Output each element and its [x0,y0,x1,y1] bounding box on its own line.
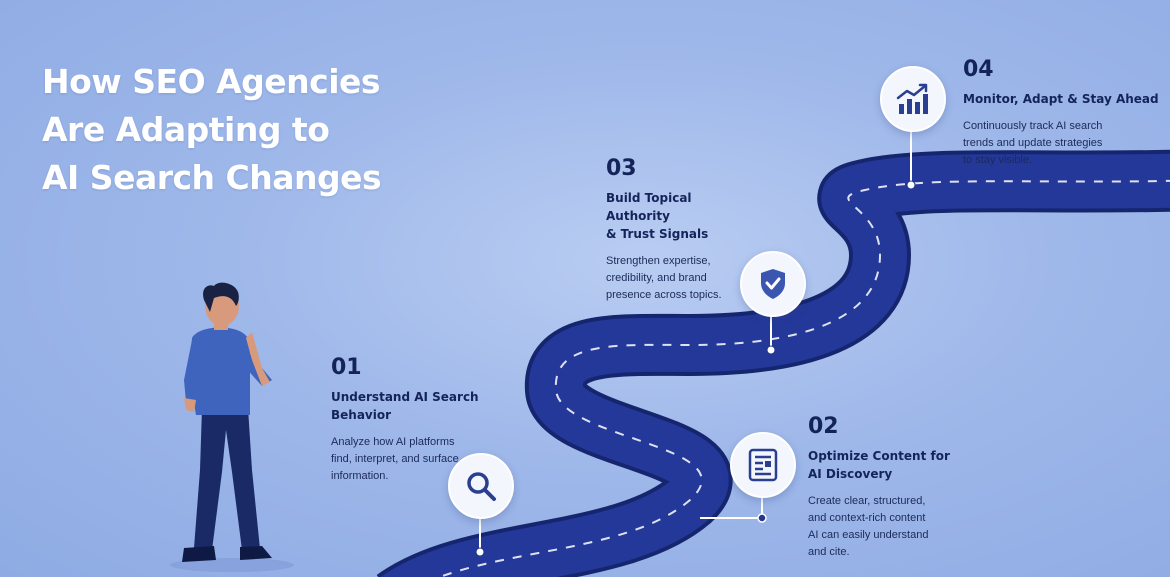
step-number: 02 [808,414,839,439]
step-04: 04 Monitor, Adapt & Stay Ahead Continuou… [963,57,1163,169]
road-center-dashes [437,179,1170,577]
step-number: 04 [963,57,994,82]
shield-check-icon [740,251,806,317]
winding-road [380,153,1170,577]
step-description: Analyze how AI platforms find, interpret… [331,436,459,482]
magnifier-icon [448,453,514,519]
step-heading: Understand AI Search Behavior [331,390,479,422]
title-line-1: How SEO Agencies [42,62,381,101]
step-heading: Build Topical Authority & Trust Signals [606,191,709,241]
growth-chart-icon [880,66,946,132]
pin-dot-04 [906,180,916,190]
step-description: Continuously track AI search trends and … [963,120,1103,166]
step-number: 01 [331,355,362,380]
title-line-2: Are Adapting to [42,110,330,149]
step-description: Strengthen expertise, credibility, and b… [606,255,722,301]
step-03: 03 Build Topical Authority & Trust Signa… [606,156,756,304]
step-02: 02 Optimize Content for AI Discovery Cre… [808,414,968,561]
document-icon [730,432,796,498]
step-heading: Optimize Content for AI Discovery [808,449,950,481]
step-description: Create clear, structured, and context-ri… [808,495,929,558]
step-heading: Monitor, Adapt & Stay Ahead [963,92,1159,106]
title-line-3: AI Search Changes [42,158,382,197]
pin-dot-01 [475,547,485,557]
pin-dot-02 [757,513,767,523]
thinking-person-illustration [170,282,294,572]
page-title: How SEO Agencies Are Adapting to AI Sear… [42,58,422,202]
winding-road-edge [376,149,1170,577]
step-number: 03 [606,156,637,181]
pin-dot-03 [766,345,776,355]
step-01: 01 Understand AI Search Behavior Analyze… [331,355,481,485]
